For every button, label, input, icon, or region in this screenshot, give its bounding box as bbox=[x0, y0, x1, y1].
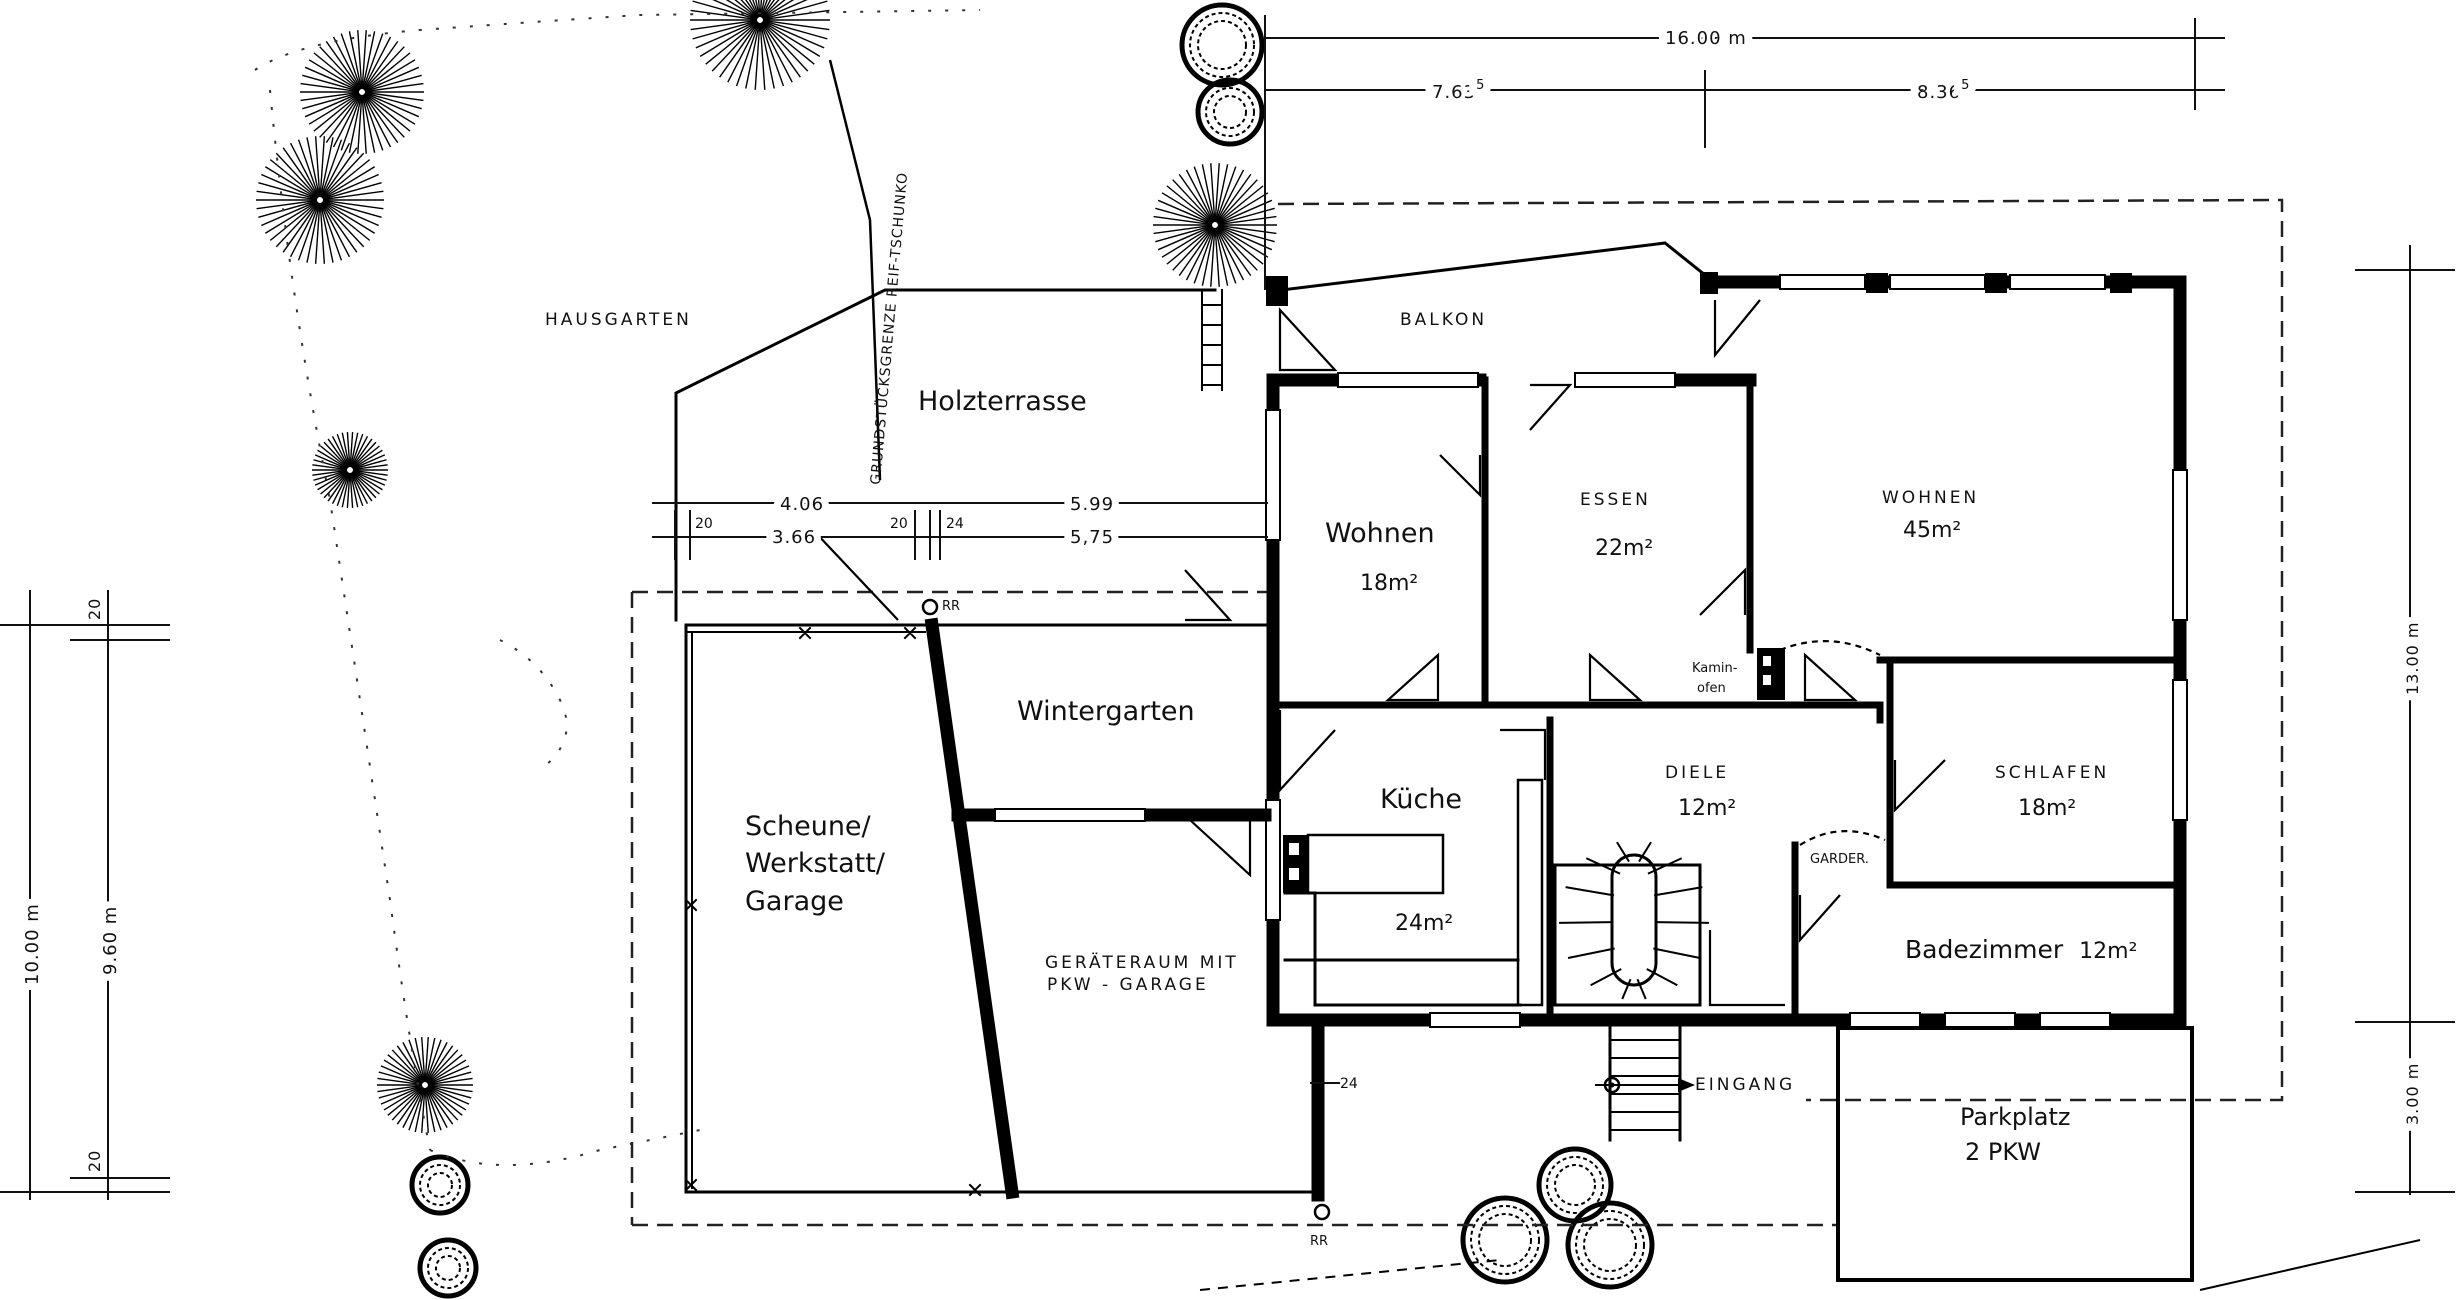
tree-icon bbox=[690, 0, 830, 90]
label-wohnen-big: WOHNEN bbox=[1882, 488, 1979, 508]
dashed-outlines bbox=[630, 198, 2284, 1227]
label-geraeteraum-2: PKW - GARAGE bbox=[1047, 975, 1209, 995]
tree-icon bbox=[312, 432, 388, 508]
label-scheune-3: Garage bbox=[745, 886, 844, 917]
label-boundary: GRUNDSTÜCKSGRENZE REIF-TSCHUNKO bbox=[866, 171, 911, 485]
dim-terrace-d: 5,75 bbox=[1070, 527, 1114, 548]
label-parkplatz-1: Parkplatz bbox=[1960, 1103, 2070, 1131]
stair-tread bbox=[1565, 886, 1615, 897]
dim-left-top-wall: 20 bbox=[85, 598, 104, 620]
stair-tread bbox=[1590, 968, 1622, 987]
label-wohnen-small-area: 18m² bbox=[1360, 571, 1418, 596]
label-kueche-area: 24m² bbox=[1395, 911, 1453, 936]
label-geraeteraum-1: GERÄTERAUM MIT bbox=[1045, 952, 1239, 973]
label-kaminofen-1: Kamin- bbox=[1692, 661, 1738, 676]
dim-top-left: 7.635 bbox=[1432, 78, 1485, 103]
entrance-steps bbox=[1595, 1023, 1695, 1142]
trees bbox=[256, 0, 1655, 1299]
dim-top-right: 8.365 bbox=[1917, 78, 1970, 103]
dim-right-lower: 3.00 m bbox=[2403, 1063, 2422, 1125]
stair-tread bbox=[1655, 921, 1709, 924]
stair-tread bbox=[1653, 886, 1703, 897]
stair-tread bbox=[1621, 978, 1632, 1000]
tree-icon bbox=[256, 136, 384, 264]
dim-left-bottom-wall: 20 bbox=[85, 1150, 104, 1172]
stair-tread bbox=[1616, 841, 1630, 863]
label-hausgarten: HAUSGARTEN bbox=[545, 310, 692, 330]
label-kueche: Küche bbox=[1380, 784, 1462, 815]
label-wohnen-big-area: 45m² bbox=[1903, 518, 1961, 543]
parkplatz-box bbox=[1836, 1026, 2194, 1282]
label-essen: ESSEN bbox=[1580, 490, 1651, 510]
label-parkplatz-2: 2 PKW bbox=[1965, 1138, 2041, 1166]
dim-left-inner: 9.60 m bbox=[100, 906, 121, 975]
shrub-icon bbox=[1195, 77, 1265, 147]
dim-wall-20a: 20 bbox=[695, 516, 713, 532]
garden-boundary bbox=[254, 9, 2421, 1291]
stair-tread bbox=[1647, 857, 1683, 875]
stair-tread bbox=[1636, 978, 1647, 1000]
dim-terrace-b: 5.99 bbox=[1070, 494, 1114, 515]
shrub-icon bbox=[1179, 2, 1265, 88]
shrub-icon bbox=[409, 1154, 471, 1216]
stair-tread bbox=[1653, 947, 1701, 960]
stair-tread bbox=[1638, 841, 1652, 863]
balkon-outline bbox=[1280, 241, 1708, 292]
tree-icon bbox=[300, 30, 424, 154]
label-eingang: EINGANG bbox=[1695, 1075, 1795, 1095]
stair-tread bbox=[1559, 921, 1613, 924]
label-essen-area: 22m² bbox=[1595, 536, 1653, 561]
label-holzterrasse: Holzterrasse bbox=[918, 386, 1087, 417]
kitchen-furniture bbox=[1283, 778, 1544, 1007]
label-schlafen: SCHLAFEN bbox=[1995, 763, 2109, 783]
label-wohnen-small: Wohnen bbox=[1325, 518, 1435, 549]
annex-walls bbox=[684, 531, 1331, 1221]
dim-wall-24a: 24 bbox=[946, 516, 964, 532]
stair-tread bbox=[1646, 968, 1678, 987]
stair-tread bbox=[1567, 947, 1615, 960]
holzterrasse-outline bbox=[674, 288, 1223, 622]
tree-icon bbox=[377, 1037, 473, 1133]
label-schlafen-area: 18m² bbox=[2018, 796, 2076, 821]
label-balkon: BALKON bbox=[1400, 310, 1487, 330]
dim-terrace-c: 3.66 bbox=[772, 527, 816, 548]
dim-wall-24b: 24 bbox=[1340, 1076, 1358, 1092]
label-rr-top: RR bbox=[942, 599, 960, 614]
dim-wall-20b: 20 bbox=[890, 516, 908, 532]
dimension-lines bbox=[0, 15, 2455, 1200]
label-wintergarten: Wintergarten bbox=[1017, 696, 1195, 727]
shrub-icon bbox=[1565, 1200, 1655, 1290]
label-scheune-2: Werkstatt/ bbox=[745, 848, 886, 879]
label-kaminofen-2: ofen bbox=[1697, 681, 1726, 696]
dim-left-outer: 10.00 m bbox=[22, 903, 43, 985]
house-walls bbox=[1265, 272, 2188, 1028]
shrub-icon bbox=[417, 1237, 479, 1299]
tree-icon bbox=[1153, 163, 1277, 287]
shrub-icon bbox=[1536, 1146, 1614, 1224]
stair-tread bbox=[1585, 857, 1621, 875]
label-scheune-1: Scheune/ bbox=[745, 811, 872, 842]
label-diele: DIELE bbox=[1665, 763, 1729, 783]
label-diele-area: 12m² bbox=[1678, 796, 1736, 821]
label-rr-bottom: RR bbox=[1310, 1234, 1328, 1249]
dim-right-main: 13.00 m bbox=[2403, 622, 2422, 695]
dim-terrace-a: 4.06 bbox=[780, 494, 824, 515]
staircase bbox=[1553, 841, 1709, 1007]
shrub-icon bbox=[1460, 1195, 1550, 1285]
dim-top-total: 16.00 m bbox=[1665, 28, 1747, 49]
label-garder: GARDER. bbox=[1810, 852, 1869, 867]
